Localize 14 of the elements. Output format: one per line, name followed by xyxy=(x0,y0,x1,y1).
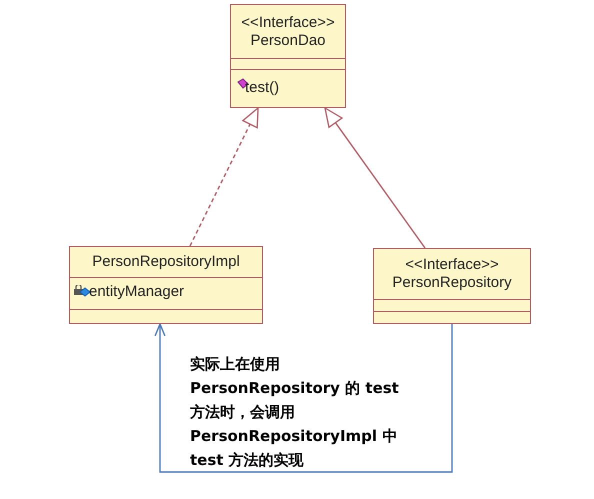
uml-class-box xyxy=(230,4,346,108)
stereotype-label: <<Interface>> xyxy=(405,256,499,274)
generalization-arrow xyxy=(324,107,426,248)
dependency-arrow xyxy=(154,323,453,473)
realization-arrow xyxy=(189,107,259,246)
class-name: PersonDao xyxy=(250,32,326,50)
class-name: PersonRepository xyxy=(392,274,512,292)
uml-class-box xyxy=(69,246,263,324)
method-name: test() xyxy=(245,78,280,96)
field-name: entityManager xyxy=(89,283,184,301)
note-text: 实际上在使用PersonRepository 的 test 方法时，会调用PersonRepositoryImpl 中 test 方法的实现 xyxy=(190,354,400,471)
class-name: PersonRepositoryImpl xyxy=(92,253,240,271)
uml-class-box xyxy=(373,248,531,324)
stereotype-label: <<Interface>> xyxy=(241,14,335,32)
